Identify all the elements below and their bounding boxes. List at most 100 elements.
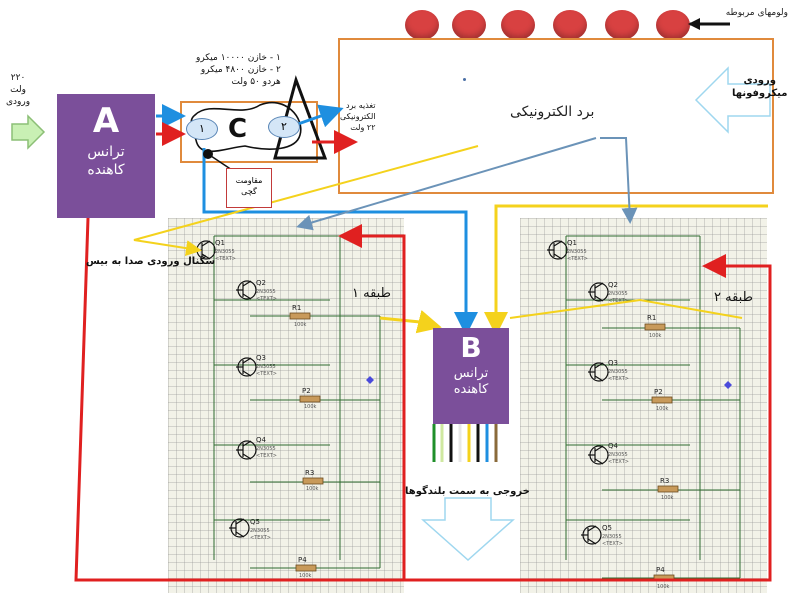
transistor-q5 [229, 518, 250, 538]
resistor-box: مقاومت گچی [226, 168, 272, 208]
stage1-transistors [195, 240, 257, 538]
resistor-r3 [657, 485, 679, 493]
board-label: برد الکترونیکی [510, 104, 595, 120]
label-part: 2N3055 [256, 364, 276, 370]
transistor-q3 [236, 357, 257, 377]
transformer-b-label: ترانس کاهنده [453, 366, 489, 398]
transistor-q5 [581, 525, 602, 545]
resistor-p2 [651, 396, 673, 404]
label-value: 100k [306, 486, 319, 492]
steel-wire [296, 137, 597, 231]
resistor-r1 [289, 312, 311, 320]
label-p2: P2 [302, 387, 311, 395]
label-part: 2N3055 [256, 446, 276, 452]
steel-wire [600, 137, 638, 224]
label-q1: Q1 [215, 239, 225, 247]
stage1-labels: Q1 2N3055 <TEXT> Q2 2N3055 <TEXT> Q3 2N3… [215, 239, 319, 579]
transformer-a-label: ترانس کاهنده [87, 144, 125, 178]
label-part: 2N3055 [608, 452, 628, 458]
resistor-r3 [302, 477, 324, 485]
volume-knob[interactable] [452, 10, 486, 40]
output-label: خروجی به سمت بلندگوها [405, 486, 530, 497]
label-q4: Q4 [256, 436, 267, 444]
label-part: 2N3055 [602, 534, 622, 540]
resistor-label: مقاومت گچی [235, 176, 263, 196]
resistor-p2 [299, 395, 321, 403]
volume-knob[interactable] [501, 10, 535, 40]
label-value: 100k [649, 333, 662, 339]
capacitor-note: ۱ - خازن ۱۰۰۰۰ میکرو ۲ - خازن ۴۸۰۰ میکرو… [196, 53, 281, 87]
transformer-a: A ترانس کاهنده [57, 94, 155, 218]
label-text: <TEXT> [602, 541, 623, 547]
stage2-circuit [565, 235, 741, 579]
label-q4: Q4 [608, 442, 619, 450]
resistor-p4 [295, 564, 317, 572]
yellow-wire [484, 204, 768, 336]
stage2-label: طبقه ۲ [714, 290, 753, 305]
label-p4: P4 [656, 566, 665, 574]
yellow-wire [379, 309, 442, 334]
capacitor-1: ۱ [186, 118, 218, 140]
label-value: 100k [661, 495, 674, 501]
stage1-label: طبقه ۱ [352, 286, 391, 301]
label-q3: Q3 [256, 354, 266, 362]
board-dot [463, 78, 466, 81]
transistor-q3 [588, 362, 609, 382]
stage1-schematic [168, 218, 404, 593]
stage1-circuit [213, 235, 381, 569]
marker-diamond [366, 376, 374, 384]
label-part: 2N3055 [215, 249, 235, 255]
stage2-transistors [547, 240, 609, 545]
resistor-r1 [644, 323, 666, 331]
label-q5: Q5 [250, 518, 260, 526]
board-power-label: تغذیه برد الکترونیکی ۲۲ ولت [340, 101, 376, 132]
label-r3: R3 [660, 477, 669, 485]
label-q2: Q2 [608, 281, 618, 289]
stage1-resistors [289, 312, 324, 572]
transistor-q1 [547, 240, 568, 260]
label-value: 100k [304, 404, 317, 410]
label-text: <TEXT> [608, 459, 629, 465]
label-r3: R3 [305, 469, 314, 477]
volume-knob[interactable] [553, 10, 587, 40]
input-220-arrow [11, 114, 46, 150]
label-p2: P2 [654, 388, 663, 396]
label-part: 2N3055 [250, 528, 270, 534]
label-text: <TEXT> [250, 535, 271, 541]
yellow-wire [509, 298, 743, 319]
label-text: <TEXT> [567, 256, 588, 262]
electronic-board [338, 38, 774, 194]
mic-input-label: ورودی میکروفونها [732, 75, 788, 99]
volume-knob[interactable] [656, 10, 690, 40]
transistor-q4 [236, 440, 257, 460]
label-part: 2N3055 [608, 369, 628, 375]
output-arrow [421, 497, 515, 562]
yellow-wire [133, 145, 479, 257]
label-p4: P4 [298, 556, 307, 564]
signal-label: سگنال ورودی صدا به بیس [86, 256, 216, 267]
volume-label: ولومهای مربوطه [725, 8, 788, 18]
label-value: 100k [294, 322, 307, 328]
volume-knob[interactable] [405, 10, 439, 40]
block-c-scribble [190, 101, 302, 153]
volume-knob[interactable] [605, 10, 639, 40]
label-part: 2N3055 [256, 289, 276, 295]
label-text: <TEXT> [215, 256, 236, 262]
transformer-b-letter: B [460, 331, 482, 364]
label-text: <TEXT> [256, 296, 277, 302]
label-text: <TEXT> [608, 376, 629, 382]
label-q1: Q1 [567, 239, 577, 247]
stage2-resistors [644, 323, 679, 582]
blue-wire [202, 148, 478, 336]
capacitor-2: ۲ [268, 116, 300, 138]
label-q3: Q3 [608, 359, 618, 367]
stage2-labels: Q1 2N3055 <TEXT> Q2 2N3055 <TEXT> Q3 2N3… [567, 239, 674, 590]
label-r1: R1 [647, 314, 656, 322]
label-text: <TEXT> [608, 298, 629, 304]
marker-diamond [724, 381, 732, 389]
mic-input-arrow [694, 66, 771, 134]
block-c-letter: C [228, 114, 248, 144]
transformer-b: B ترانس کاهنده [433, 328, 509, 424]
label-part: 2N3055 [608, 291, 628, 297]
